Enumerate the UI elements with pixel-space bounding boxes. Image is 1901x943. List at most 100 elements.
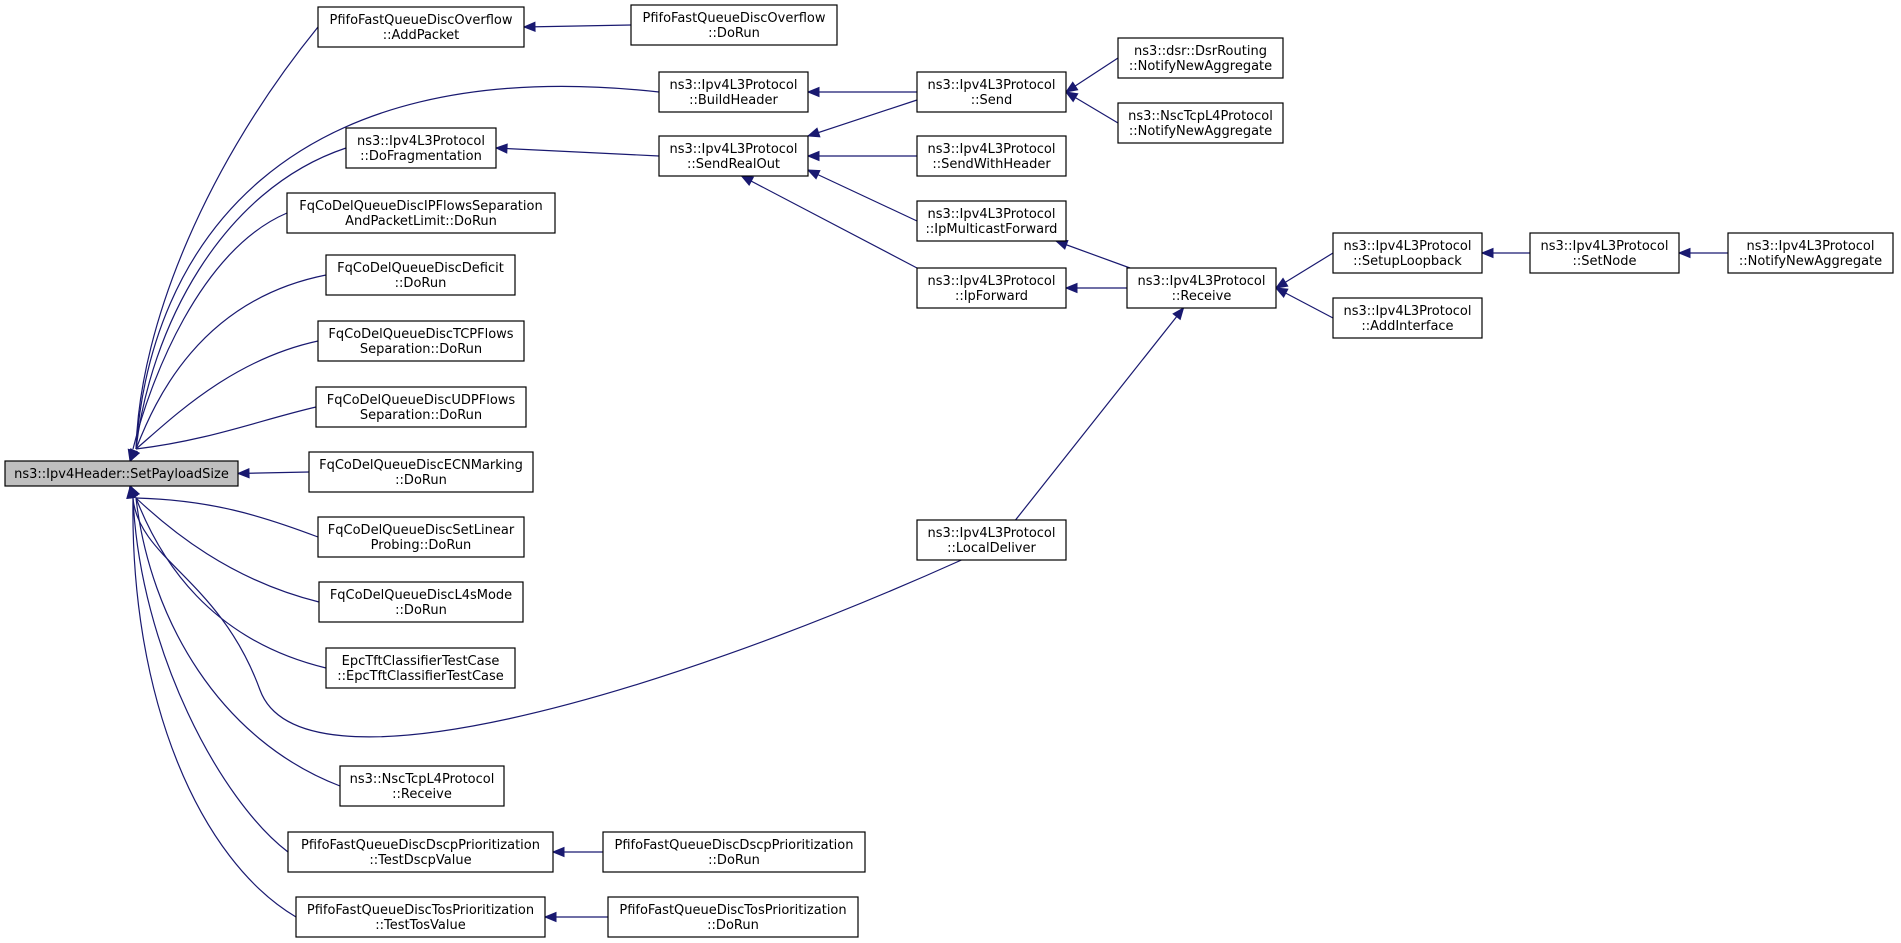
- arrow-head-icon: [127, 484, 138, 499]
- node-label: FqCoDelQueueDiscUDPFlows: [327, 393, 516, 408]
- node-box: [339, 765, 505, 807]
- node-box: [317, 516, 525, 558]
- node-sendrealout[interactable]: ns3::Ipv4L3Protocol::SendRealOut: [658, 135, 809, 177]
- edge-sendrealout-to-dofragmentation: [495, 147, 660, 157]
- arrow-head-icon: [806, 86, 820, 98]
- edge-localdeliver-to-receive-l3: [1015, 307, 1184, 521]
- node-localdeliver[interactable]: ns3::Ipv4L3Protocol::LocalDeliver: [916, 519, 1067, 561]
- edge-dofragmentation-to-setpayloadsize: [135, 147, 347, 450]
- node-box: [658, 71, 809, 113]
- node-ipmulticastforward[interactable]: ns3::Ipv4L3Protocol::IpMulticastForward: [916, 200, 1067, 242]
- node-box: [602, 831, 866, 873]
- node-box: [916, 135, 1067, 177]
- node-fq-l4s[interactable]: FqCoDelQueueDiscL4sMode::DoRun: [318, 581, 524, 623]
- node-label: ::NotifyNewAggregate: [1129, 124, 1272, 139]
- arrow-head-icon: [1274, 287, 1289, 298]
- node-label: EpcTftClassifierTestCase: [342, 654, 500, 669]
- arrow-head-icon: [1064, 282, 1078, 294]
- edge-ipmulticastforward-to-sendrealout: [807, 169, 918, 222]
- node-label: ns3::Ipv4L3Protocol: [357, 134, 485, 149]
- node-label: ::DoRun: [395, 603, 447, 618]
- edge-fq-l4s-to-setpayloadsize: [135, 497, 320, 603]
- node-fq-ipflows[interactable]: FqCoDelQueueDiscIPFlowsSeparationAndPack…: [286, 192, 556, 234]
- node-nsctcp-notify[interactable]: ns3::NscTcpL4Protocol::NotifyNewAggregat…: [1117, 102, 1284, 144]
- edge-nsctcp-receive-to-setpayloadsize: [135, 497, 341, 787]
- node-buildheader[interactable]: ns3::Ipv4L3Protocol::BuildHeader: [658, 71, 809, 113]
- edge-buildheader-to-setpayloadsize: [135, 85, 660, 450]
- node-label: ::SetNode: [1572, 254, 1636, 269]
- edge-pfifo-overflow-addpacket-to-setpayloadsize: [135, 26, 319, 450]
- node-dscp-dorun[interactable]: PfifoFastQueueDiscDscpPrioritization::Do…: [602, 831, 866, 873]
- arrow-head-icon: [543, 911, 557, 923]
- edge-send-to-sendrealout: [807, 99, 918, 137]
- node-label: ns3::Ipv4L3Protocol: [670, 142, 798, 157]
- node-setpayloadsize[interactable]: ns3::Ipv4Header::SetPayloadSize: [4, 460, 239, 487]
- node-label: ::SendWithHeader: [932, 157, 1051, 172]
- edge-receive-l3-to-ipmulticastforward: [1055, 240, 1131, 269]
- node-nsctcp-receive[interactable]: ns3::NscTcpL4Protocol::Receive: [339, 765, 505, 807]
- node-receive-l3[interactable]: ns3::Ipv4L3Protocol::Receive: [1126, 267, 1277, 309]
- arrow-head-icon: [740, 175, 755, 186]
- node-tos-testtosvalue[interactable]: PfifoFastQueueDiscTosPrioritization::Tes…: [295, 896, 546, 938]
- arrow-head-icon: [236, 468, 250, 479]
- node-l3-notify[interactable]: ns3::Ipv4L3Protocol::NotifyNewAggregate: [1727, 232, 1894, 274]
- node-box: [315, 386, 527, 428]
- node-label: FqCoDelQueueDiscTCPFlows: [328, 327, 513, 342]
- node-setnode[interactable]: ns3::Ipv4L3Protocol::SetNode: [1529, 232, 1680, 274]
- node-label: ::LocalDeliver: [947, 541, 1036, 556]
- edge-dscp-testdscpvalue-to-setpayloadsize: [132, 497, 289, 853]
- arrow-head-icon: [522, 21, 536, 33]
- node-label: PfifoFastQueueDiscDscpPrioritization: [615, 838, 854, 853]
- edge-fq-linear-to-setpayloadsize: [135, 497, 319, 538]
- node-tos-dorun[interactable]: PfifoFastQueueDiscTosPrioritization::DoR…: [607, 896, 859, 938]
- node-label: ::NotifyNewAggregate: [1739, 254, 1882, 269]
- node-fq-tcpflows[interactable]: FqCoDelQueueDiscTCPFlowsSeparation::DoRu…: [317, 320, 525, 362]
- node-label: Probing::DoRun: [371, 538, 472, 553]
- node-dofragmentation[interactable]: ns3::Ipv4L3Protocol::DoFragmentation: [345, 127, 497, 169]
- node-box: [287, 831, 554, 873]
- node-label: ::TestTosValue: [375, 918, 466, 933]
- node-sendwithheader[interactable]: ns3::Ipv4L3Protocol::SendWithHeader: [916, 135, 1067, 177]
- node-label: Separation::DoRun: [360, 408, 482, 423]
- node-box: [916, 71, 1067, 113]
- node-ipforward[interactable]: ns3::Ipv4L3Protocol::IpForward: [916, 267, 1067, 309]
- node-box: [1529, 232, 1680, 274]
- node-label: PfifoFastQueueDiscTosPrioritization: [307, 903, 534, 918]
- node-box: [607, 896, 859, 938]
- node-label: ::Receive: [1172, 289, 1232, 304]
- arrow-head-icon: [806, 150, 820, 162]
- node-label: PfifoFastQueueDiscTosPrioritization: [619, 903, 846, 918]
- node-epc[interactable]: EpcTftClassifierTestCase::EpcTftClassifi…: [325, 647, 516, 689]
- node-label: ::IpForward: [955, 289, 1028, 304]
- node-label: FqCoDelQueueDiscIPFlowsSeparation: [299, 199, 542, 214]
- nodes-layer: ns3::Ipv4Header::SetPayloadSizePfifoFast…: [4, 4, 1894, 938]
- node-pfifo-overflow-addpacket[interactable]: PfifoFastQueueDiscOverflow::AddPacket: [317, 6, 525, 48]
- node-fq-udpflows[interactable]: FqCoDelQueueDiscUDPFlowsSeparation::DoRu…: [315, 386, 527, 428]
- node-send[interactable]: ns3::Ipv4L3Protocol::Send: [916, 71, 1067, 113]
- node-box: [1727, 232, 1894, 274]
- node-setuploopback[interactable]: ns3::Ipv4L3Protocol::SetupLoopback: [1332, 232, 1483, 274]
- node-pfifo-overflow-dorun[interactable]: PfifoFastQueueDiscOverflow::DoRun: [630, 4, 838, 46]
- node-dscp-testdscpvalue[interactable]: PfifoFastQueueDiscDscpPrioritization::Te…: [287, 831, 554, 873]
- node-fq-ecn[interactable]: FqCoDelQueueDiscECNMarking::DoRun: [308, 451, 534, 493]
- node-label: ::DoFragmentation: [360, 149, 482, 164]
- arrow-head-icon: [1677, 247, 1691, 259]
- node-box: [325, 254, 516, 296]
- arrow-head-icon: [806, 127, 821, 138]
- arrow-head-icon: [551, 846, 565, 858]
- node-label: ::NotifyNewAggregate: [1129, 59, 1272, 74]
- node-fq-deficit[interactable]: FqCoDelQueueDiscDeficit::DoRun: [325, 254, 516, 296]
- node-label: ns3::Ipv4L3Protocol: [928, 207, 1056, 222]
- edge-fq-deficit-to-setpayloadsize: [135, 274, 327, 450]
- node-label: FqCoDelQueueDiscL4sMode: [330, 588, 512, 603]
- node-dsr-notify[interactable]: ns3::dsr::DsrRouting::NotifyNewAggregate: [1117, 37, 1284, 79]
- node-box: [295, 896, 546, 938]
- node-label: ns3::Ipv4L3Protocol: [928, 142, 1056, 157]
- arrow-head-icon: [1054, 240, 1069, 250]
- node-box: [1126, 267, 1277, 309]
- node-addinterface[interactable]: ns3::Ipv4L3Protocol::AddInterface: [1332, 297, 1483, 339]
- node-label: ns3::NscTcpL4Protocol: [1128, 109, 1273, 124]
- node-box: [658, 135, 809, 177]
